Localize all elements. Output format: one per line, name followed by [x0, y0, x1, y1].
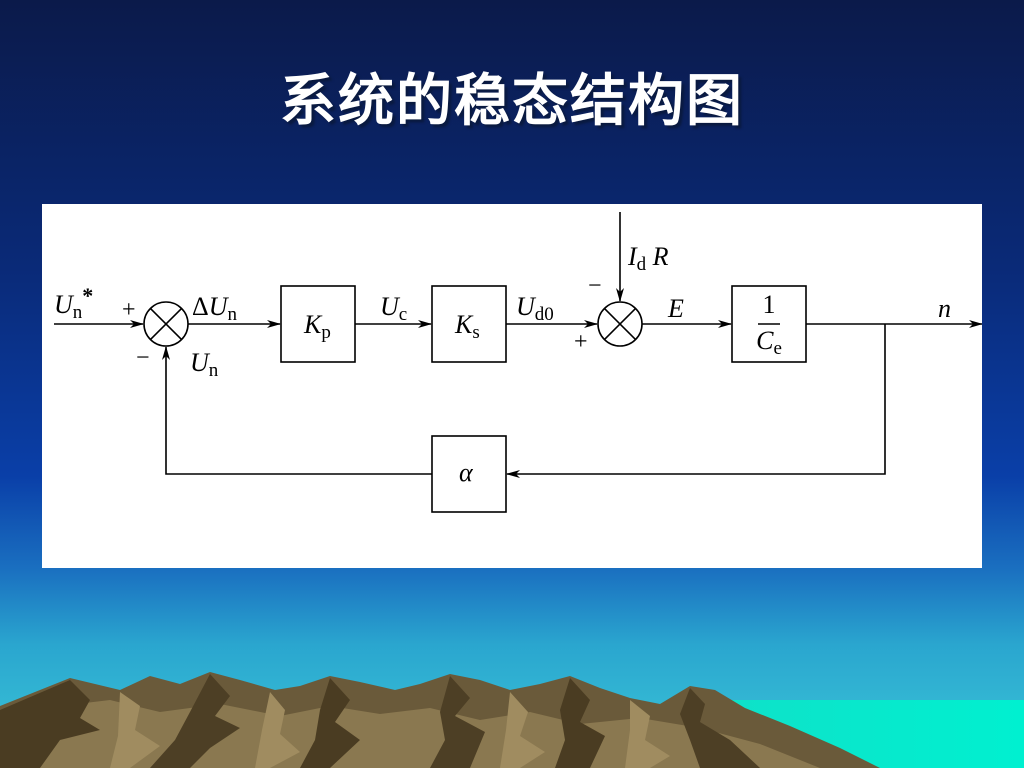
sum1-plus-sign: +	[122, 297, 136, 323]
emf-label: E	[668, 294, 684, 323]
kp-block-label: Kp	[304, 310, 331, 343]
sum2-minus-sign: −	[588, 273, 602, 299]
output-label: n	[938, 294, 951, 323]
sum1-minus-sign: −	[136, 345, 150, 371]
feedback-signal-label: Un	[190, 348, 219, 381]
ud0-label: Ud0	[516, 292, 554, 325]
ce-numerator: 1	[762, 290, 776, 319]
uc-label: Uc	[380, 292, 408, 325]
input-label: Un*	[54, 283, 94, 323]
diagram-lines	[54, 212, 982, 513]
disturbance-label: Id R	[628, 242, 669, 275]
alpha-block-label: α	[459, 458, 473, 487]
sum2-plus-sign: +	[574, 329, 588, 355]
block-diagram: Un* + − ΔUn Un Kp Uc Ks Ud0 Id R − + E 1	[42, 204, 982, 568]
feedback-path-left	[162, 346, 432, 475]
slide-title: 系统的稳态结构图	[280, 69, 744, 134]
error-label: ΔUn	[192, 292, 238, 325]
mountains-illustration	[0, 672, 880, 768]
feedback-path-right	[506, 324, 886, 478]
ks-block-label: Ks	[455, 310, 480, 343]
ce-denominator: Ce	[756, 326, 782, 359]
